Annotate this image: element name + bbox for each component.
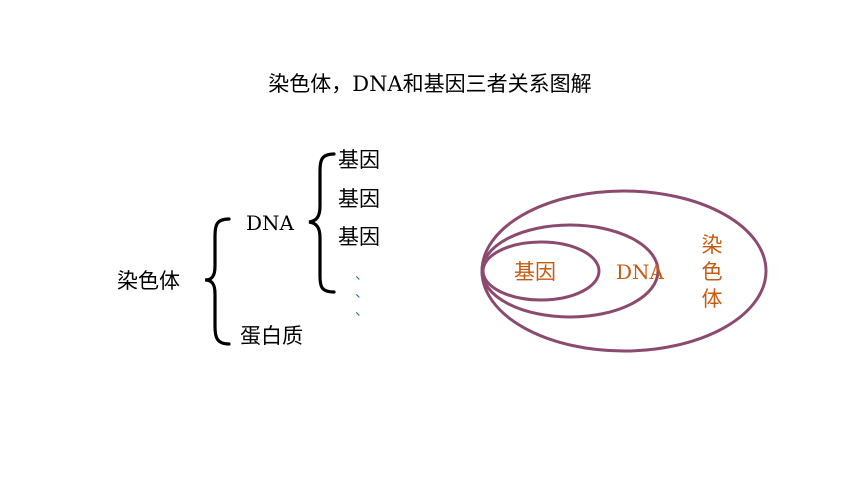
venn-dna-label: DNA: [616, 260, 664, 284]
chromosome-label: 染色体: [117, 269, 180, 293]
root-brace: [204, 217, 231, 346]
protein-label: 蛋白质: [240, 324, 303, 348]
gene-label: 基因: [338, 225, 380, 249]
venn-chromosome-char: 色: [701, 260, 723, 284]
gene-label: 基因: [338, 148, 380, 172]
page-title: 染色体，DNA和基因三者关系图解: [268, 72, 592, 96]
gene-label: 基因: [338, 187, 380, 211]
dna-label: DNA: [246, 211, 294, 235]
venn-chromosome-char: 体: [701, 287, 723, 311]
venn-gene-label: 基因: [514, 260, 556, 284]
dna-brace: [308, 152, 336, 294]
venn-chromosome-label: 染 色 体: [700, 232, 724, 313]
gene-ellipse: [481, 240, 601, 302]
venn-chromosome-char: 染: [701, 233, 723, 257]
